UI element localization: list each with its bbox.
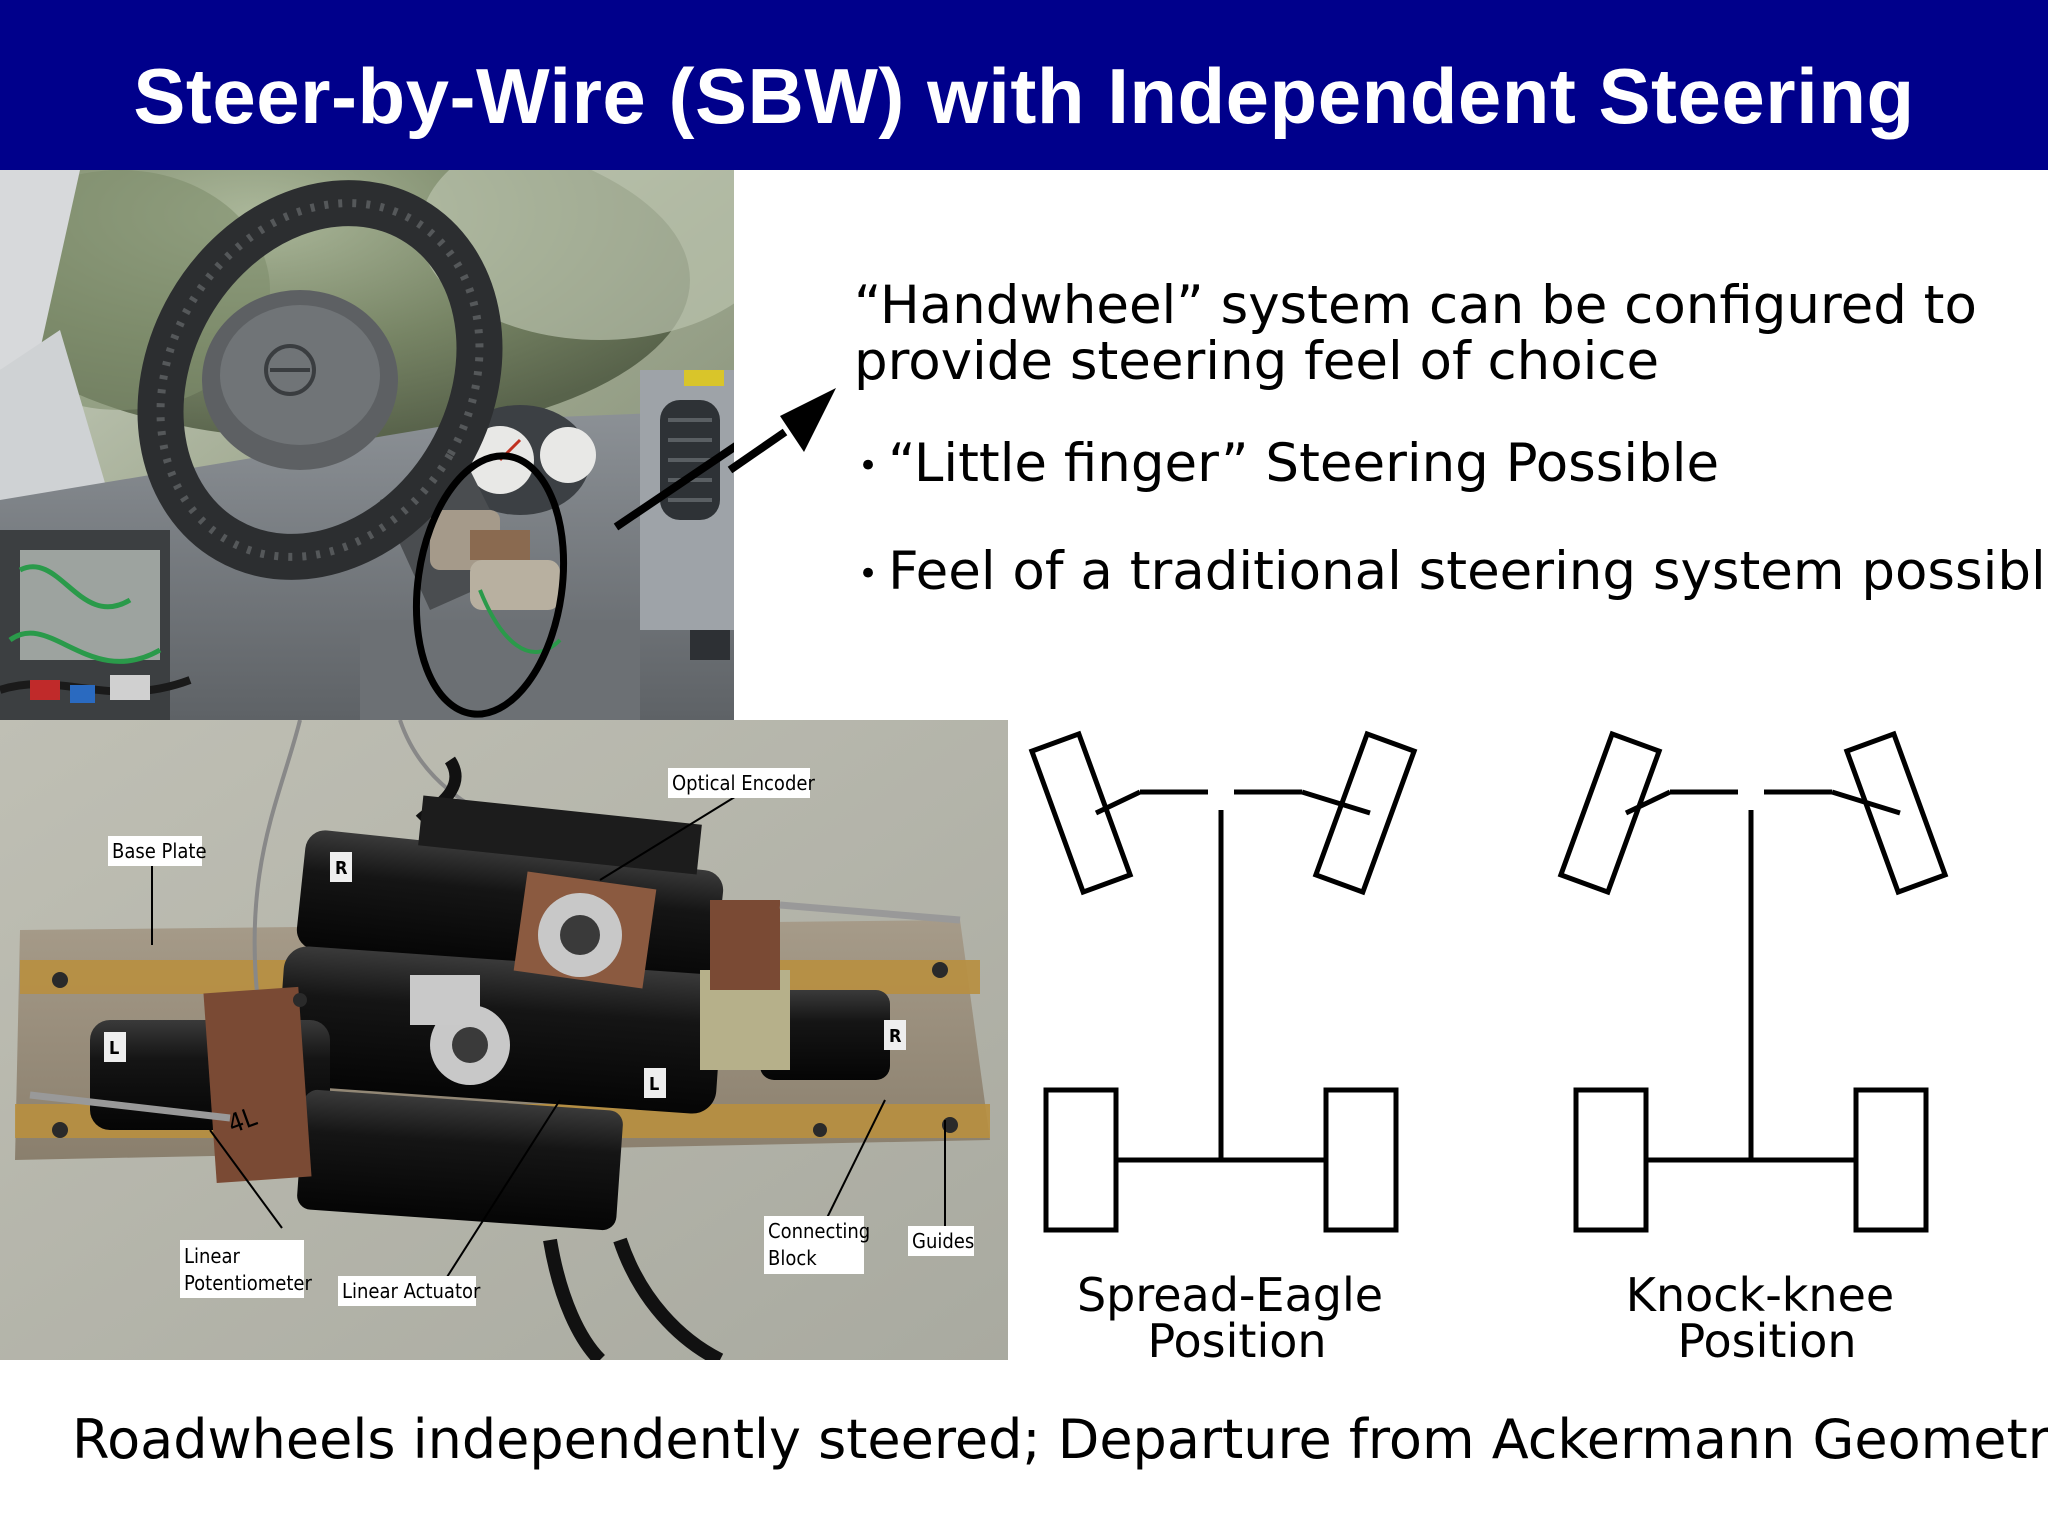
spread-eagle-front-left-wheel — [1028, 730, 1134, 896]
spread-eagle-rear-right-wheel — [1323, 1087, 1399, 1233]
knock-knee-right-steering-arm — [1831, 789, 1901, 816]
callout-arrow-head — [727, 388, 836, 474]
knock-knee-left-steering-arm — [1624, 789, 1672, 816]
callout-bullet-1-text: “Little finger” Steering Possible — [888, 433, 1720, 494]
motor-tag-l-right: L — [649, 1074, 659, 1095]
motor-tag-l-left: L — [109, 1038, 119, 1059]
spread-eagle-caption: Spread-Eagle Position — [1040, 1272, 1420, 1364]
label-linear-potentiometer-line2: Potentiometer — [184, 1271, 312, 1295]
label-linear-potentiometer-line1: Linear — [184, 1244, 241, 1268]
knock-knee-caption-line2: Position — [1677, 1314, 1857, 1368]
spread-eagle-caption-line2: Position — [1147, 1314, 1327, 1368]
label-connecting-block-line2: Block — [768, 1246, 817, 1270]
knock-knee-front-right-wheel — [1843, 730, 1949, 896]
knock-knee-rear-left-wheel — [1573, 1087, 1649, 1233]
cockpit-photo-drawing — [0, 170, 734, 720]
label-connecting-block-line1: Connecting — [768, 1219, 870, 1243]
callout-arrow-tip — [780, 388, 836, 452]
footer-text: Roadwheels independently steered; Depart… — [72, 1408, 2048, 1471]
knock-knee-diagram — [1557, 730, 1949, 1233]
label-base-plate: Base Plate — [112, 839, 207, 863]
callout-heading: “Handwheel” system can be configured to … — [854, 278, 1977, 390]
callout-arrow-line — [727, 428, 788, 474]
bullet-dot: • — [858, 446, 879, 487]
actuator-photo-drawing: R R L L 4L Base Plate Optical Encoder Li… — [0, 720, 1008, 1360]
title-bar: Steer-by-Wire (SBW) with Independent Ste… — [0, 0, 2048, 170]
knock-knee-caption-line1: Knock-knee — [1625, 1268, 1895, 1322]
spread-eagle-diagram — [1028, 730, 1418, 1233]
motor-tag-r-upper: R — [335, 858, 348, 879]
callout-bullet-2-text: Feel of a traditional steering system po… — [888, 541, 2048, 602]
spread-eagle-caption-line1: Spread-Eagle — [1076, 1268, 1384, 1322]
steering-diagrams — [1028, 730, 1949, 1233]
callout-bullet-1: •“Little finger” Steering Possible — [858, 432, 1719, 498]
actuator-photo: R R L L 4L Base Plate Optical Encoder Li… — [0, 720, 1008, 1360]
spread-eagle-rear-left-wheel — [1043, 1087, 1119, 1233]
spread-eagle-left-steering-arm — [1094, 789, 1142, 816]
knock-knee-front-left-wheel — [1557, 730, 1663, 896]
label-guides: Guides — [912, 1229, 974, 1253]
callout-bullet-2: •Feel of a traditional steering system p… — [858, 540, 2048, 606]
label-linear-actuator: Linear Actuator — [342, 1279, 481, 1303]
callout-heading-line2: provide steering feel of choice — [854, 331, 1660, 392]
knock-knee-rear-right-wheel — [1853, 1087, 1929, 1233]
callout-heading-line1: “Handwheel” system can be configured to — [854, 275, 1977, 336]
motor-tag-r-right: R — [889, 1026, 902, 1047]
label-optical-encoder: Optical Encoder — [672, 771, 815, 795]
spread-eagle-right-steering-arm — [1301, 789, 1371, 816]
bullet-dot: • — [858, 554, 879, 595]
knock-knee-caption: Knock-knee Position — [1570, 1272, 1950, 1364]
cockpit-photo — [0, 170, 734, 720]
slide-title: Steer-by-Wire (SBW) with Independent Ste… — [133, 52, 1915, 140]
